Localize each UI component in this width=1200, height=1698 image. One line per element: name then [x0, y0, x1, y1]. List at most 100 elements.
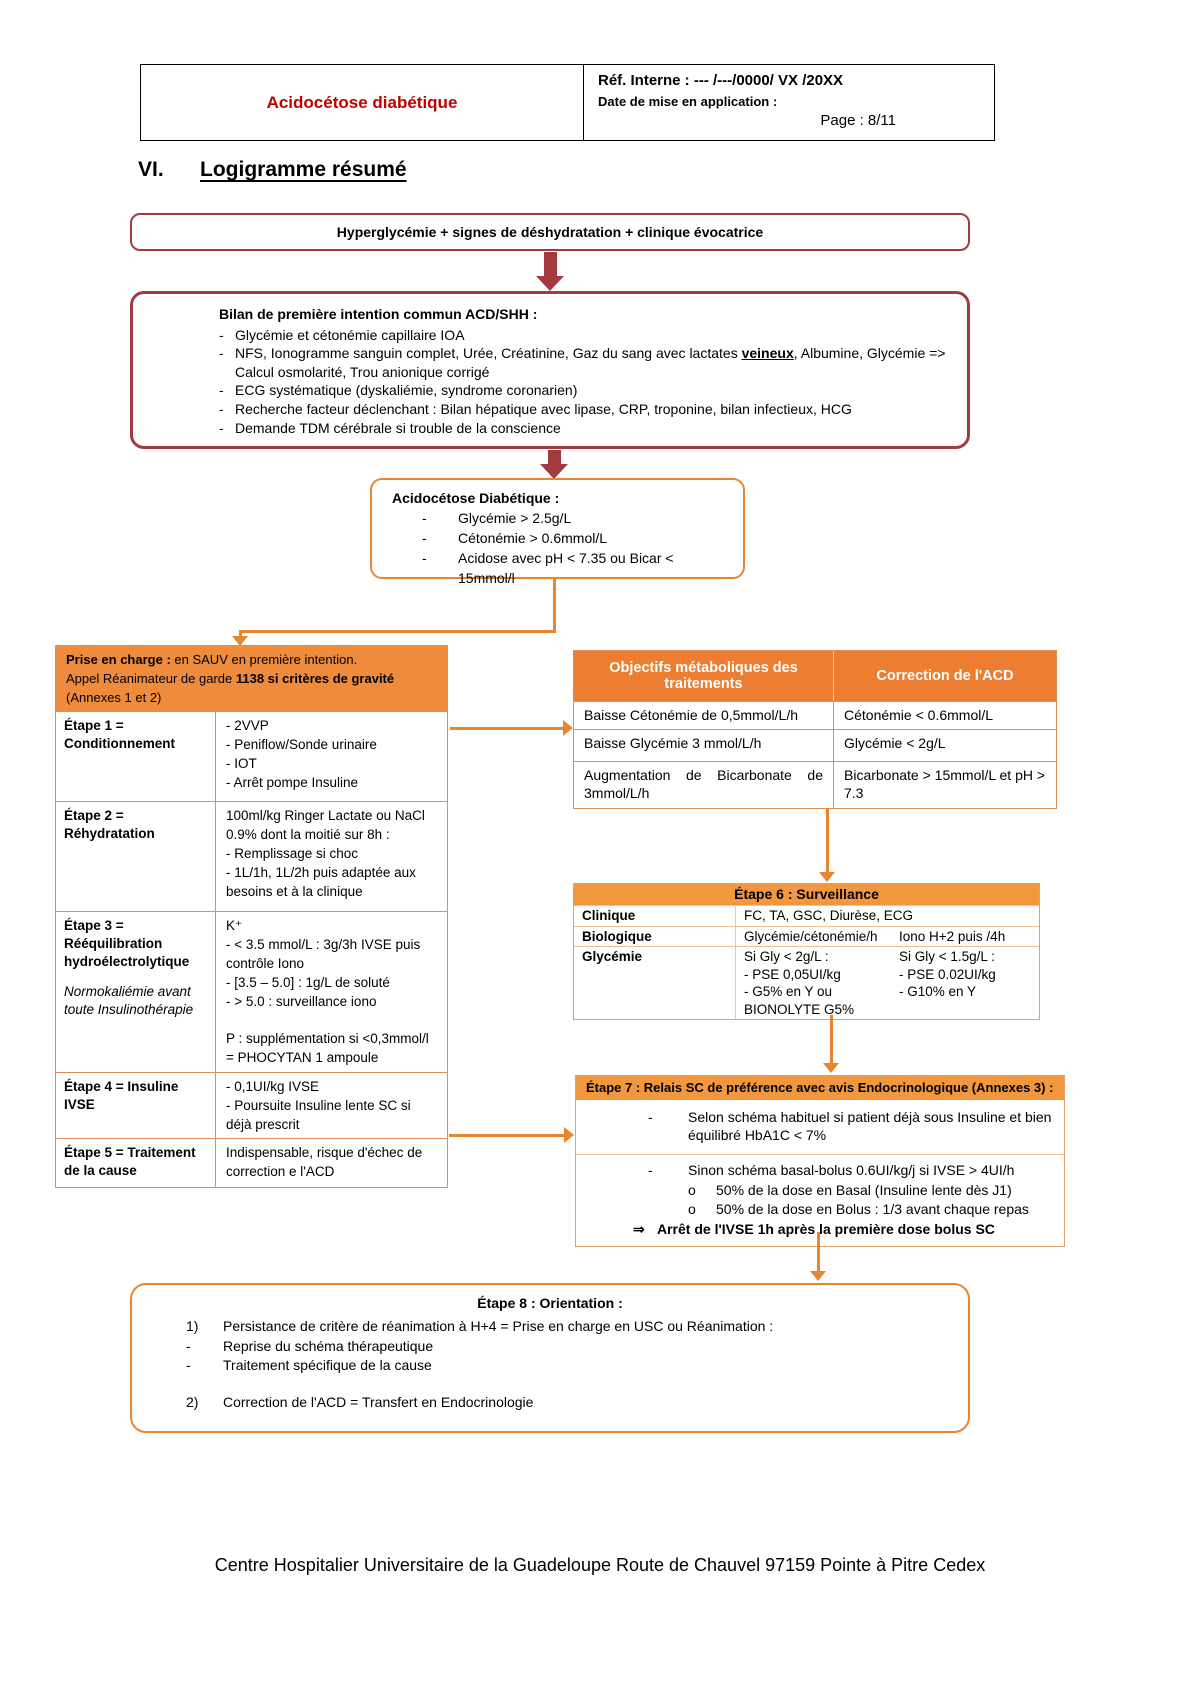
bullet-dash: -	[219, 345, 224, 362]
etape8-item-1b: - Traitement spécifique de la cause	[156, 1356, 944, 1375]
etape8-box: Étape 8 : Orientation : 1) Persistance d…	[130, 1283, 970, 1433]
care-header-text-2: Appel Réanimateur de garde	[66, 670, 236, 686]
etape7-section-2: - Sinon schéma basal-bolus 0.6UI/kg/j si…	[576, 1155, 1064, 1246]
acd-item-3: - Acidose avec pH < 7.35 ou Bicar < 15mm…	[392, 549, 731, 589]
section-title: Logigramme résumé	[200, 158, 407, 181]
care-step-5-content: Indispensable, risque d'échec de correct…	[226, 1145, 423, 1179]
acd-title: Acidocétose Diabétique :	[392, 490, 560, 506]
section-number: VI.	[138, 158, 164, 181]
connector-line	[449, 1134, 565, 1137]
care-step-2-label: Étape 2 = Réhydratation	[56, 802, 216, 911]
etape7-item-2-text: Sinon schéma basal-bolus 0.6UI/kg/j si I…	[688, 1162, 1015, 1179]
table-row: Étape 3 = Rééquilibration hydroélectroly…	[56, 911, 447, 1072]
arrow-down-icon	[544, 252, 557, 276]
acd-item-2-text: Cétonémie > 0.6mmol/L	[458, 529, 608, 546]
care-step-3-note: Normokaliémie avant toute Insulinothérap…	[64, 984, 194, 1018]
table-row: Étape 1 = Conditionnement - 2VVP - Penif…	[56, 711, 447, 801]
bilan-item-2-post: , Albumine, Glycémie => Calcul osmolarit…	[235, 345, 946, 380]
connector-line	[239, 630, 242, 637]
double-arrow-icon: ⇒	[633, 1220, 645, 1237]
acd-item-3-text: Acidose avec pH < 7.35 ou Bicar < 15mmol…	[458, 549, 674, 586]
ref-interne: Réf. Interne : --- /---/0000/ VX /20XX	[598, 72, 844, 89]
connector-line	[450, 727, 564, 730]
care-step-5-label: Étape 5 = Traitement de la cause	[56, 1139, 216, 1187]
objective-cell: Bicarbonate > 15mmol/L et pH > 7.3	[844, 767, 1046, 802]
bullet-dash: -	[186, 1356, 191, 1373]
table-row: Clinique FC, TA, GSC, Diurèse, ECG	[574, 905, 1039, 926]
table-row: Étape 4 = Insuline IVSE - 0,1UI/kg IVSE …	[56, 1072, 447, 1138]
care-header-text-1: en SAUV en première intention.	[170, 652, 358, 667]
etape6-title: Étape 6 : Surveillance	[574, 884, 1039, 905]
etape8-item-1a: - Reprise du schéma thérapeutique	[156, 1337, 944, 1356]
care-step-4-content: - 0,1UI/kg IVSE - Poursuite Insuline len…	[226, 1079, 411, 1132]
bullet-dash: -	[422, 509, 427, 526]
bullet-dash: -	[219, 326, 224, 343]
bilan-title: Bilan de première intention commun ACD/S…	[219, 306, 538, 322]
objective-cell: Cétonémie < 0.6mmol/L	[844, 707, 994, 723]
etape6-biologique-value-2: Iono H+2 puis /4h	[899, 928, 1006, 944]
care-table-header: Prise en charge : en SAUV en première in…	[56, 646, 447, 711]
etape7-item-1-text: Selon schéma habituel si patient déjà so…	[688, 1109, 1052, 1144]
care-step-2-content: 100ml/kg Ringer Lactate ou NaCl 0.9% don…	[226, 808, 425, 899]
table-row: Biologique Glycémie/cétonémie/h Iono H+2…	[574, 925, 1039, 947]
objectives-header-col-1: Objectifs métaboliques des traitements	[574, 651, 834, 701]
etape7-section-1: - Selon schéma habituel si patient déjà …	[576, 1100, 1064, 1156]
etape8-item-1: 1) Persistance de critère de réanimation…	[156, 1317, 944, 1336]
table-row: Étape 2 = Réhydratation 100ml/kg Ringer …	[56, 801, 447, 911]
connector-line	[817, 1232, 820, 1272]
table-row: Étape 5 = Traitement de la cause Indispe…	[56, 1138, 447, 1187]
objectives-table: Objectifs métaboliques des traitements C…	[573, 650, 1057, 809]
document-meta-cell: Réf. Interne : --- /---/0000/ VX /20XX D…	[584, 65, 994, 140]
care-step-3-content: K⁺ - < 3.5 mmol/L : 3g/3h IVSE puis cont…	[226, 918, 429, 1066]
arrow-down-head-icon	[810, 1271, 826, 1281]
etape7-final-text: Arrêt de l'IVSE 1h après la première dos…	[657, 1220, 995, 1237]
document-header: Acidocétose diabétique Réf. Interne : --…	[140, 64, 995, 141]
bilan-item-1-text: Glycémie et cétonémie capillaire IOA	[235, 326, 465, 343]
bilan-item-2: - NFS, Ionogramme sanguin complet, Urée,…	[219, 344, 949, 381]
etape8-item-1a-text: Reprise du schéma thérapeutique	[223, 1337, 434, 1354]
etape6-clinique-value: FC, TA, GSC, Diurèse, ECG	[744, 908, 914, 923]
arrow-down-head-icon	[823, 1063, 839, 1073]
etape8-title: Étape 8 : Orientation :	[477, 1295, 623, 1311]
section-heading: VI. Logigramme résumé	[138, 158, 407, 182]
bilan-item-4: - Recherche facteur déclenchant : Bilan …	[219, 400, 949, 419]
bilan-item-4-text: Recherche facteur déclenchant : Bilan hé…	[235, 401, 852, 418]
document-title: Acidocétose diabétique	[266, 92, 458, 112]
etape8-item-1b-text: Traitement spécifique de la cause	[223, 1356, 432, 1373]
bilan-item-3-text: ECG systématique (dyskaliémie, syndrome …	[235, 382, 578, 399]
objectives-header-col-2: Correction de l'ACD	[876, 668, 1014, 684]
etape6-glycemie-value-1: Si Gly < 2g/L : - PSE 0,05UI/kg - G5% en…	[744, 949, 855, 1017]
etape7-sub-1: o 50% de la dose en Basal (Insuline lent…	[588, 1181, 1052, 1199]
bilan-item-5-text: Demande TDM cérébrale si trouble de la c…	[235, 419, 561, 436]
connector-line	[553, 579, 556, 632]
arrow-right-head-icon	[563, 720, 573, 736]
bilan-item-5: - Demande TDM cérébrale si trouble de la…	[219, 419, 949, 438]
care-header-line-3: (Annexes 1 et 2)	[66, 689, 162, 705]
bullet-dash: -	[186, 1337, 191, 1354]
etape7-sub-2: o 50% de la dose en Bolus : 1/3 avant ch…	[588, 1200, 1052, 1218]
bullet-dash: -	[422, 529, 427, 546]
table-row: Baisse Glycémie 3 mmol/L/h Glycémie < 2g…	[574, 729, 1056, 761]
etape7-item-2: - Sinon schéma basal-bolus 0.6UI/kg/j si…	[588, 1161, 1052, 1179]
acd-item-1: - Glycémie > 2.5g/L	[392, 509, 731, 529]
table-row: Glycémie Si Gly < 2g/L : - PSE 0,05UI/kg…	[574, 946, 1039, 1020]
objective-cell: Glycémie < 2g/L	[844, 735, 946, 751]
etape6-biologique-label: Biologique	[574, 926, 736, 947]
etape7-title: Étape 7 : Relais SC de préférence avec a…	[575, 1075, 1065, 1100]
etape7-sub-1-text: 50% de la dose en Basal (Insuline lente …	[716, 1181, 1012, 1198]
acd-item-1-text: Glycémie > 2.5g/L	[458, 509, 572, 526]
arrow-down-icon	[548, 450, 561, 464]
arrow-down-head-icon	[540, 464, 568, 479]
bilan-item-2-pre: NFS, Ionogramme sanguin complet, Urée, C…	[235, 345, 742, 362]
flow-box-acd-criteria: Acidocétose Diabétique : - Glycémie > 2.…	[370, 478, 745, 586]
etape8-item-2: 2) Correction de l'ACD = Transfert en En…	[156, 1393, 944, 1412]
etape7-item-1: - Selon schéma habituel si patient déjà …	[588, 1108, 1052, 1144]
etape6-glycemie-label: Glycémie	[574, 947, 736, 1020]
etape6-biologique-value-1: Glycémie/cétonémie/h	[744, 928, 878, 944]
list-number: 2)	[186, 1394, 199, 1411]
arrow-right-head-icon	[564, 1127, 574, 1143]
care-step-3-label-text: Étape 3 = Rééquilibration hydroélectroly…	[64, 918, 190, 969]
arrow-down-head-icon	[819, 872, 835, 882]
bullet-dash: -	[648, 1162, 653, 1179]
bullet-circle: o	[688, 1200, 696, 1217]
